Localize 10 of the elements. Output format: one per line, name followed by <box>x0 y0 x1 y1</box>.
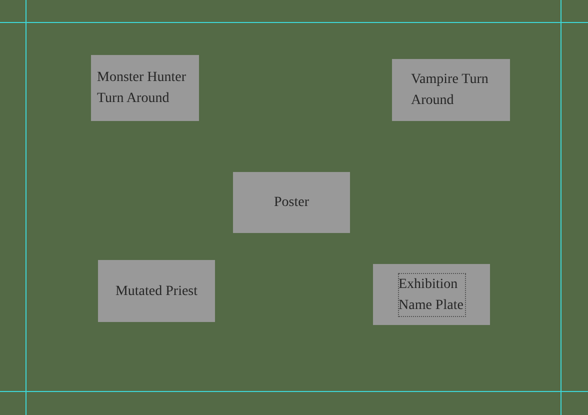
box-label: Mutated Priest <box>114 282 199 300</box>
box-label: Vampire Turn Around <box>411 71 490 110</box>
text-box <box>98 260 215 322</box>
text-box <box>233 172 350 233</box>
box-label: Poster <box>273 194 310 212</box>
box-label: Exhibition Name Plate <box>398 274 464 316</box>
text-box <box>392 59 510 121</box>
text-box <box>91 55 199 121</box>
text-box <box>373 264 490 325</box>
box-label: Monster Hunter Turn Around <box>97 69 188 108</box>
